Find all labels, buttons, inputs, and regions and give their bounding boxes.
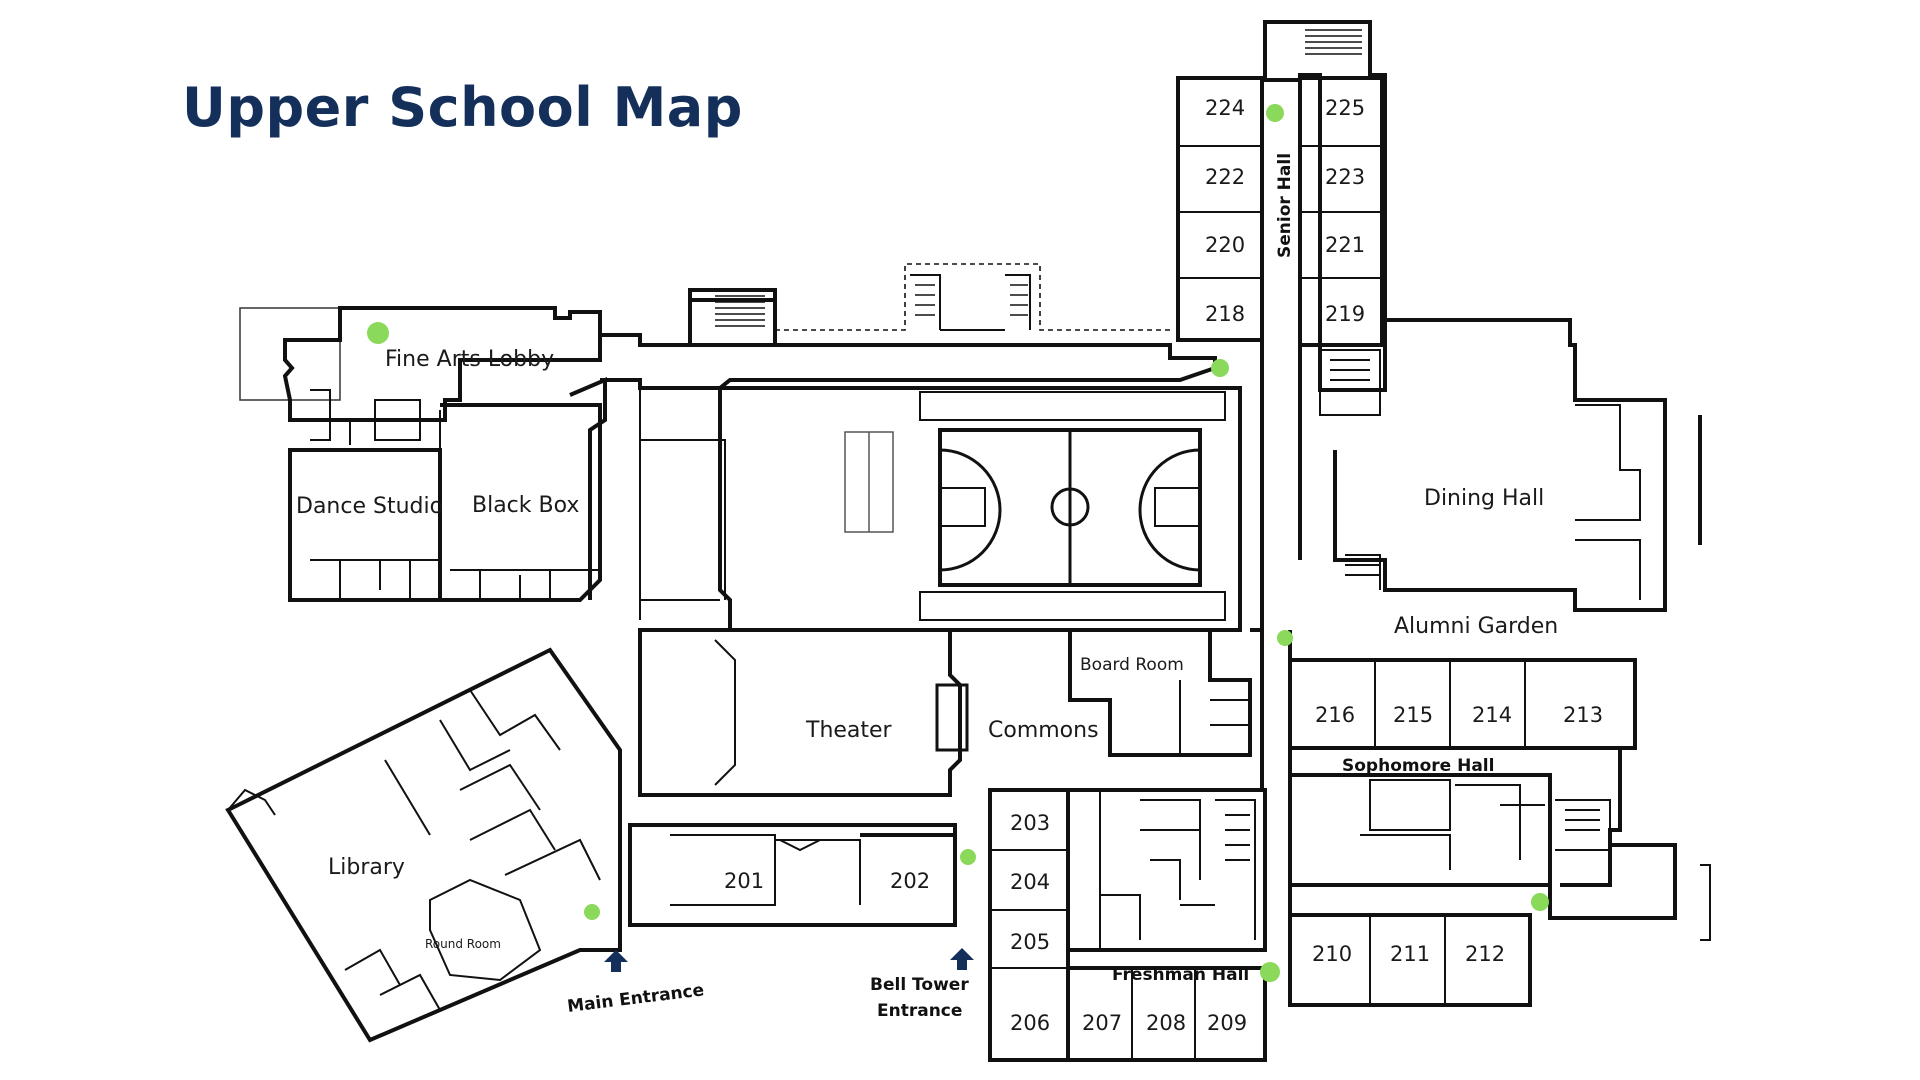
location-marker [1266,104,1284,122]
room-label: 202 [890,869,930,893]
label-alumni-garden: Alumni Garden [1394,614,1558,639]
room-label: 225 [1325,96,1365,120]
label-dining-hall: Dining Hall [1424,486,1544,511]
gymnasium [639,386,1242,632]
location-marker [960,849,976,865]
label-library: Library [328,855,405,880]
room-label: 218 [1205,302,1245,326]
location-marker [1211,359,1229,377]
page-title: Upper School Map [182,76,743,139]
label-black-box: Black Box [472,493,579,518]
fine-arts-wing [239,306,607,602]
location-markers [367,104,1549,982]
room-label: 212 [1465,942,1505,966]
label-main-entrance: Main Entrance [566,980,705,1017]
room-label: 223 [1325,165,1365,189]
bell-tower-entrance-arrow-icon [950,948,974,970]
main-entrance-arrow-icon [604,950,628,972]
room-label: 211 [1390,942,1430,966]
location-marker [367,322,389,344]
label-round-room: Round Room [425,937,501,951]
location-marker [584,904,600,920]
location-marker [1531,893,1549,911]
theater-commons [638,628,1262,797]
rooms-201-202-wing [628,823,957,927]
room-label: 204 [1010,870,1050,894]
room-label: 210 [1312,942,1352,966]
room-label: 201 [724,869,764,893]
room-label: 220 [1205,233,1245,257]
label-board-room: Board Room [1080,655,1184,675]
sophomore-hall-wing [1288,658,1711,941]
label-senior-hall: Senior Hall [1275,153,1295,258]
room-label: 207 [1082,1011,1122,1035]
room-label: 206 [1010,1011,1050,1035]
room-label: 203 [1010,811,1050,835]
library-wing [225,647,622,1043]
label-theater: Theater [805,718,893,743]
area-labels: Fine Arts Lobby Dance Studio Black Box D… [296,153,1558,1021]
label-bell-tower-entrance-line2: Entrance [877,1001,962,1021]
room-label: 222 [1205,165,1245,189]
room-label: 224 [1205,96,1245,120]
label-dance-studio: Dance Studio [296,494,443,519]
label-bell-tower-entrance-line1: Bell Tower [870,975,969,995]
room-label: 213 [1563,703,1603,727]
room-label: 216 [1315,703,1355,727]
room-label: 208 [1146,1011,1186,1035]
label-fine-arts-lobby: Fine Arts Lobby [385,347,554,372]
room-label: 215 [1393,703,1433,727]
label-commons: Commons [988,718,1099,743]
label-freshman-hall: Freshman Hall [1112,965,1249,985]
location-marker [1260,962,1280,982]
senior-hall-wing [1176,20,1387,700]
room-label: 219 [1325,302,1365,326]
label-sophomore-hall: Sophomore Hall [1342,756,1494,776]
dining-hall-wing [1333,318,1702,612]
room-label: 214 [1472,703,1512,727]
north-corridor [600,263,1217,390]
room-label: 209 [1207,1011,1247,1035]
location-marker [1277,630,1293,646]
room-label: 221 [1325,233,1365,257]
room-label: 205 [1010,930,1050,954]
room-number-labels: 224 225 222 223 220 221 218 219 216 215 … [724,96,1603,1035]
